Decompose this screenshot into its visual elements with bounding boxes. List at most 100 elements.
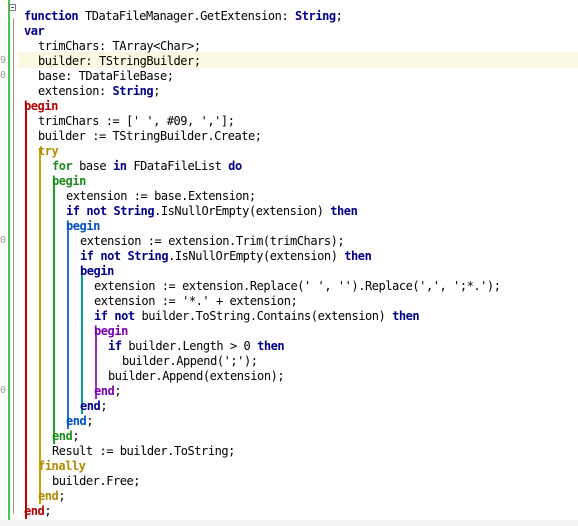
code-token: extension := base.Extension;	[66, 189, 256, 203]
code-token: TDataFileManager.GetExtension:	[78, 9, 295, 23]
keyword-token: function	[24, 9, 79, 23]
code-token: ;	[114, 384, 122, 398]
code-line[interactable]: end;	[38, 489, 66, 504]
keyword-token: String	[295, 9, 336, 23]
keyword-token: if	[66, 204, 80, 218]
code-token: builder.Append(extension);	[108, 369, 285, 383]
code-token: extension := extension.Replace(' ', '').…	[94, 279, 501, 293]
code-line[interactable]: builder: TStringBuilder;	[38, 54, 201, 69]
keyword-token: finally	[38, 459, 86, 473]
keyword-token: begin	[66, 219, 100, 233]
keyword-token: end	[52, 429, 73, 443]
code-line[interactable]: builder.Append(';');	[122, 354, 258, 369]
code-line[interactable]: function TDataFileManager.GetExtension: …	[24, 9, 343, 24]
code-token: builder.ToString.Contains(extension)	[134, 309, 393, 323]
block-bar-begin	[25, 103, 27, 519]
keyword-token: not	[114, 309, 135, 323]
code-line[interactable]: begin	[52, 174, 86, 189]
code-token: ;	[100, 399, 108, 413]
code-line[interactable]: if builder.Length > 0 then	[108, 339, 285, 354]
gutter: 9 0 0 0	[0, 0, 12, 526]
keyword-token: for	[52, 159, 73, 173]
keyword-token: if	[94, 309, 108, 323]
line-number: 0	[0, 385, 7, 396]
code-line[interactable]: extension := extension.Trim(trimChars);	[80, 234, 345, 249]
collapse-icon[interactable]	[9, 4, 16, 11]
keyword-token: if	[80, 249, 94, 263]
code-token: ;	[72, 429, 80, 443]
code-line[interactable]: end;	[94, 384, 122, 399]
code-line[interactable]: if not String.IsNullOrEmpty(extension) t…	[80, 249, 372, 264]
code-line[interactable]: end;	[66, 414, 94, 429]
code-line[interactable]: Result := builder.ToString;	[52, 444, 235, 459]
code-token: builder.Append(';');	[122, 354, 258, 368]
keyword-token: begin	[94, 324, 128, 338]
code-token: ;	[58, 489, 66, 503]
keyword-token: then	[330, 204, 358, 218]
keyword-token: end	[94, 384, 115, 398]
code-line[interactable]: base: TDataFileBase;	[38, 69, 174, 84]
code-line[interactable]: extension := extension.Replace(' ', '').…	[94, 279, 501, 294]
keyword-token: do	[228, 159, 242, 173]
code-token: FDataFileList	[126, 159, 229, 173]
code-line[interactable]: begin	[66, 219, 100, 234]
keyword-token: try	[38, 144, 59, 158]
code-line[interactable]: if not builder.ToString.Contains(extensi…	[94, 309, 420, 324]
code-token: builder.Length > 0	[121, 339, 258, 353]
keyword-token: in	[112, 159, 127, 173]
code-line[interactable]: trimChars := [' ', #09, ','];	[38, 114, 235, 129]
code-token: extension := extension.Trim(trimChars);	[80, 234, 345, 248]
code-line[interactable]: end;	[24, 504, 52, 519]
keyword-token: then	[392, 309, 420, 323]
code-line[interactable]: begin	[80, 264, 114, 279]
code-line[interactable]: extension: String;	[38, 84, 160, 99]
keyword-token: if	[108, 339, 122, 353]
code-line[interactable]: builder.Free;	[52, 474, 141, 489]
keyword-token: end	[80, 399, 101, 413]
keyword-token: String	[112, 84, 154, 98]
code-line[interactable]: var	[24, 24, 45, 39]
block-bar-for	[53, 178, 55, 444]
editor-bottom-edge	[0, 520, 578, 526]
line-number: 0	[0, 235, 7, 246]
code-line[interactable]: end;	[80, 399, 108, 414]
change-indicator-bar	[8, 0, 10, 522]
keyword-token: then	[344, 249, 372, 263]
keyword-token: end	[24, 504, 45, 518]
code-line[interactable]: builder.Append(extension);	[108, 369, 285, 384]
code-line[interactable]: finally	[38, 459, 86, 474]
keyword-token: not	[100, 249, 121, 263]
code-line[interactable]: extension := base.Extension;	[66, 189, 256, 204]
code-token: Result := builder.ToString;	[52, 444, 235, 458]
line-number: 0	[0, 70, 7, 81]
code-line[interactable]: builder := TStringBuilder.Create;	[38, 129, 262, 144]
block-bar-if-1	[67, 223, 69, 429]
keyword-token: String	[127, 249, 169, 263]
code-token: ;	[44, 504, 52, 518]
keyword-token: then	[257, 339, 285, 353]
keyword-token: end	[66, 414, 87, 428]
code-line[interactable]: end;	[52, 429, 80, 444]
code-token: builder.Free;	[52, 474, 141, 488]
line-number: 9	[0, 55, 7, 66]
code-token: .IsNullOrEmpty(extension)	[168, 249, 345, 263]
code-line[interactable]: begin	[94, 324, 128, 339]
keyword-token: begin	[24, 99, 58, 113]
code-line[interactable]: for base in FDataFileList do	[52, 159, 242, 174]
code-line[interactable]: begin	[24, 99, 58, 114]
keyword-token: begin	[80, 264, 114, 278]
code-line[interactable]: if not String.IsNullOrEmpty(extension) t…	[66, 204, 358, 219]
code-line[interactable]: trimChars: TArray<Char>;	[38, 39, 201, 54]
keyword-token: end	[38, 489, 59, 503]
code-line[interactable]: try	[38, 144, 59, 159]
keyword-token: var	[24, 24, 45, 38]
code-token: trimChars := [' ', #09, ','];	[38, 114, 235, 128]
code-token: .IsNullOrEmpty(extension)	[154, 204, 331, 218]
block-bar-try	[39, 148, 41, 504]
current-line-highlight	[18, 52, 578, 68]
code-token: trimChars: TArray<Char>;	[38, 39, 201, 53]
code-line[interactable]: extension := '*.' + extension;	[94, 294, 298, 309]
code-token: base: TDataFileBase;	[38, 69, 174, 83]
code-token: builder := TStringBuilder.Create;	[38, 129, 262, 143]
